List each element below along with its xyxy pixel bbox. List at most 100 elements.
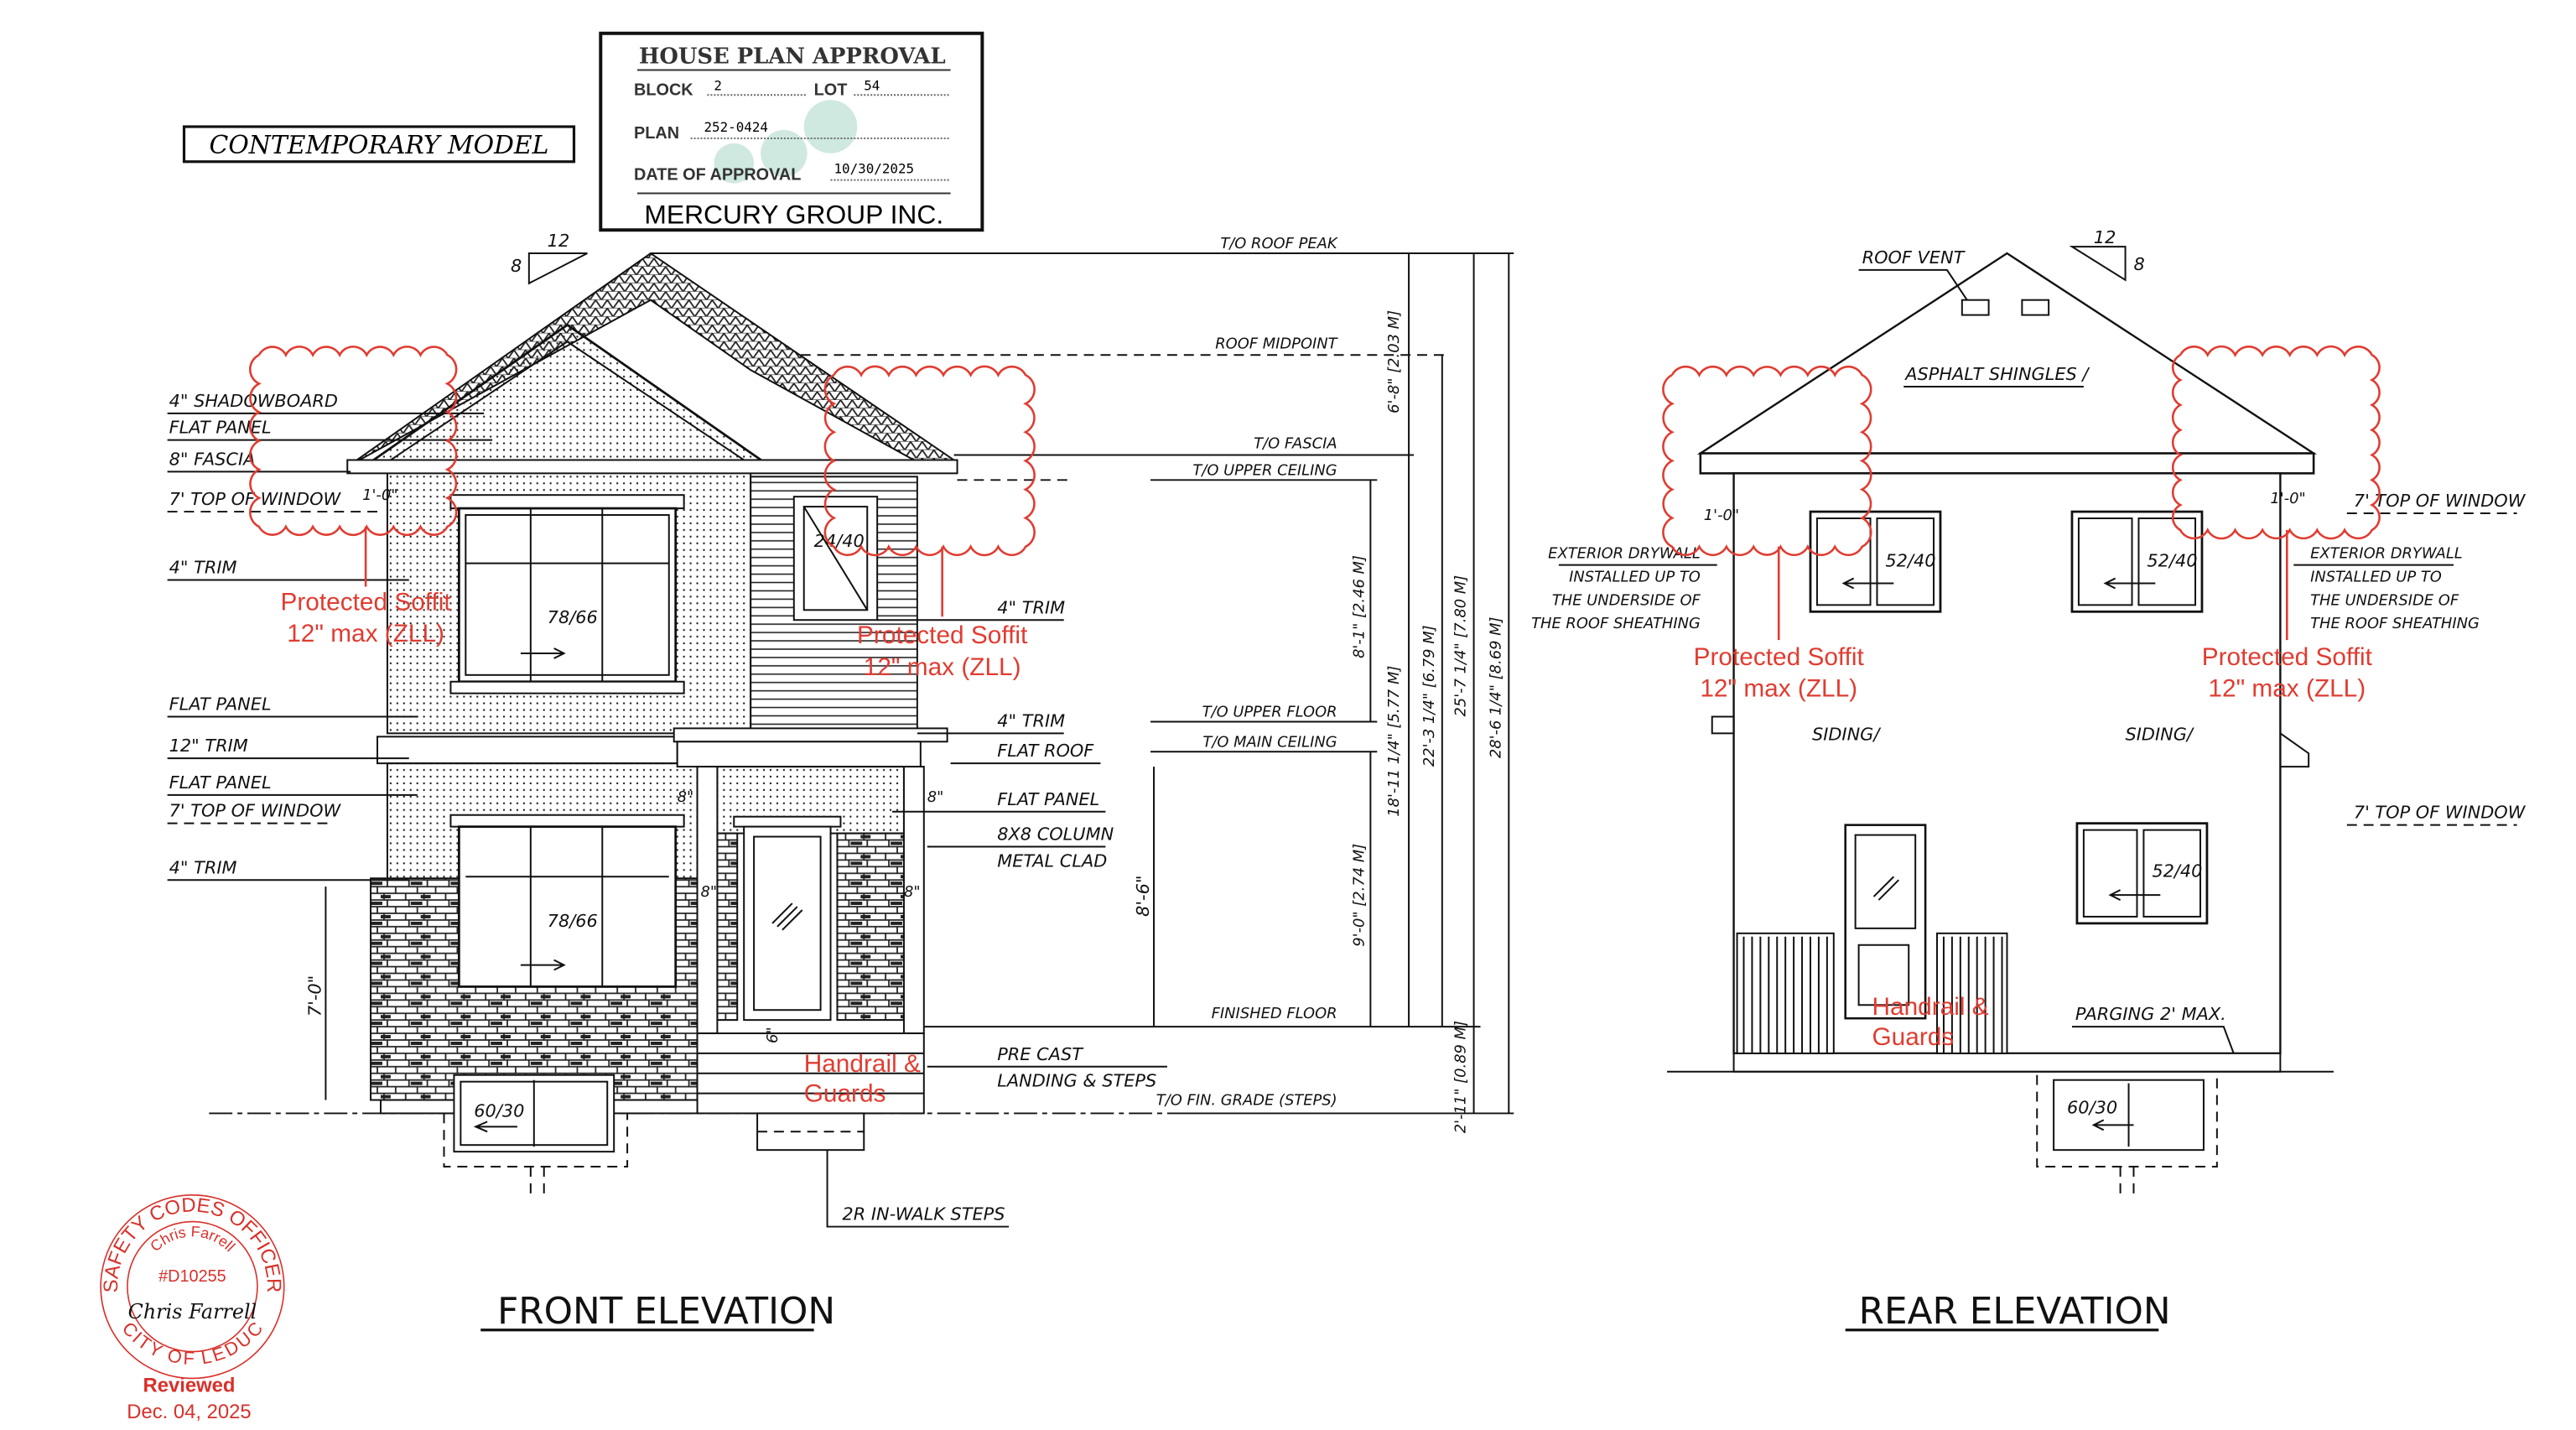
front-height-dimensions: 6'-8" [2.03 M] 8'-1" [2.46 M] 9'-0" [2.7… [1350,253,1510,1133]
window-upper-front: 78/66 [449,494,685,694]
drawing-label: ASPHALT SHINGLES / [1903,364,2090,384]
drawing-label: 78/66 [548,607,598,627]
drawing-label: THE ROOF SHEATHING [1531,615,1701,632]
drawing-label: INSTALLED UP TO [1569,569,1701,586]
drawing-label: FLAT PANEL [169,772,272,793]
in-walk-steps: 2R IN-WALK STEPS [756,1112,1010,1228]
drawing-label: 22'-3 1/4" [6.79 M] [1420,625,1438,767]
drawing-label: 12" TRIM [169,736,248,756]
drawing-label: Protected Soffit [857,621,1028,649]
drawing-label: Chris Farrell [147,1223,238,1255]
drawing-label: #D10255 [158,1267,226,1286]
front-door [733,815,842,1022]
basement-window-rear: 60/30 [2036,1074,2218,1197]
rear-elevation-title: REAR ELEVATION [1859,1290,2171,1333]
drawing-label: Handrail & [1872,993,1989,1021]
safety-codes-officer-stamp: SAFETY CODES OFFICER Chris Farrell #D102… [100,1193,285,1423]
drawing-label: 8 [511,256,522,276]
drawing-label: T/O ROOF PEAK [1220,235,1338,252]
drawing-label: 12" max (ZLL) [287,620,444,647]
front-elevation-title: FRONT ELEVATION [497,1290,835,1333]
drawing-label: FLAT PANEL [997,789,1099,809]
approval-title: HOUSE PLAN APPROVAL [639,44,946,70]
drawing-label: 52/40 [2147,551,2197,571]
drawing-label: 6" [764,1027,782,1043]
front-level-lines: T/O ROOF PEAK ROOF MIDPOINT T/O FASCIA T… [650,235,1514,1115]
drawing-label: 8'-1" [2.46 M] [1350,555,1368,658]
drawing-label: 8'-6" [1133,876,1153,917]
drawing-label: METAL CLAD [997,850,1107,871]
drawing-label: 28'-6 1/4" [8.69 M] [1487,616,1504,758]
drawing-label: 4" TRIM [997,597,1065,617]
model-title-box: CONTEMPORARY MODEL [182,125,576,164]
window-rear-upper-right: 52/40 [2070,510,2204,613]
drawing-label: 18'-11 1/4" [5.77 M] [1385,666,1403,817]
drawing-label: Handrail & [804,1050,921,1078]
signature: Chris Farrell [128,1300,257,1323]
window-lower-front: 78/66 [449,814,685,988]
drawing-label: FLAT ROOF [997,741,1094,761]
drawing-label: ROOF MIDPOINT [1215,335,1338,352]
drawing-label: FLAT PANEL [169,418,272,438]
drawing-label: 8" [904,883,921,901]
trim-band [377,736,678,765]
drawing-label: 12" max (ZLL) [864,653,1021,681]
drawing-label: 7'-0" [304,975,325,1017]
window-24-40: 24/40 [792,496,879,621]
rear-roof [1696,252,2318,455]
drawing-label: FINISHED FLOOR [1212,1005,1337,1022]
front-steps [696,1032,925,1115]
drawing-label: 4" TRIM [169,558,237,578]
drawing-label: Protected Soffit [2202,643,2373,671]
drawing-label: Reviewed [143,1374,235,1396]
front-right-callouts: 4" TRIM 4" TRIM FLAT ROOF FLAT PANEL 8X8… [877,597,1167,1091]
drawing-label: 8" FASCIA [169,449,256,469]
model-title: CONTEMPORARY MODEL [210,131,549,160]
date-label: DATE OF APPROVAL [634,166,801,185]
drawing-label: 7' TOP OF WINDOW [2354,803,2527,823]
drawing-label: 12" max (ZLL) [2208,675,2366,703]
drawing-label: 12" max (ZLL) [1700,675,1857,703]
drawing-label: Dec. 04, 2025 [127,1401,251,1423]
drawing-label: 12 [548,231,570,251]
company-name: MERCURY GROUP INC. [644,199,943,229]
revision-cloud [1662,365,1872,557]
drawing-label: T/O MAIN CEILING [1202,733,1337,751]
drawing-label: 24/40 [814,531,865,551]
front-small-dimensions: 8" 8" 8" 8" 6" 8'-6" [678,767,1156,1043]
revision-cloud [2171,345,2381,540]
drawing-label: 6'-8" [2.03 M] [1385,310,1403,413]
revision-cloud [248,346,458,537]
drawing-label: CITY OF LEDUC [118,1318,267,1369]
drawing-label: 8" [678,788,694,806]
lot-value: 54 [864,77,880,93]
drawing-label: SIDING/ [2126,724,2194,744]
plan-label: PLAN [634,124,679,143]
drawing-label: THE UNDERSIDE OF [1552,591,1701,609]
drawing-label: 1'-0" [362,486,397,504]
drawing-label: 8" [701,883,718,901]
block-value: 2 [714,77,722,93]
drawing-label: 60/30 [2067,1097,2117,1117]
drawing-label: 7' TOP OF WINDOW [2354,491,2527,511]
drawing-label: Guards [804,1080,886,1108]
drawing-label: 1'-0" [1704,507,1739,524]
drawing-label: 8" [927,788,944,806]
drawing-label: CITY OF LEDUC [118,1318,267,1369]
drawing-label: 9'-0" [2.74 M] [1350,844,1368,947]
window-rear-lower: 52/40 [2075,822,2209,925]
drawing-label: 2R IN-WALK STEPS [842,1204,1005,1225]
drawing-label: T/O FASCIA [1254,435,1337,453]
block-label: BLOCK [634,81,693,99]
rear-deck-guards [1736,932,2008,1054]
drawing-label: LANDING & STEPS [997,1071,1156,1091]
rear-elevation: ROOF VENT 12 8 ASPHALT SHINGLES / 52/40 … [1531,227,2527,1333]
drawing-label: 8X8 COLUMN [997,824,1114,845]
drawing-label: Protected Soffit [281,588,452,616]
plan-value: 252-0424 [704,119,767,135]
drawing-label: Chris Farrell [147,1223,238,1255]
roof-pitch-symbol: 12 8 [2069,227,2145,282]
drawing-label: THE UNDERSIDE OF [2310,591,2459,609]
drawing-label: 2'-11" [0.89 M] [1452,1021,1470,1133]
